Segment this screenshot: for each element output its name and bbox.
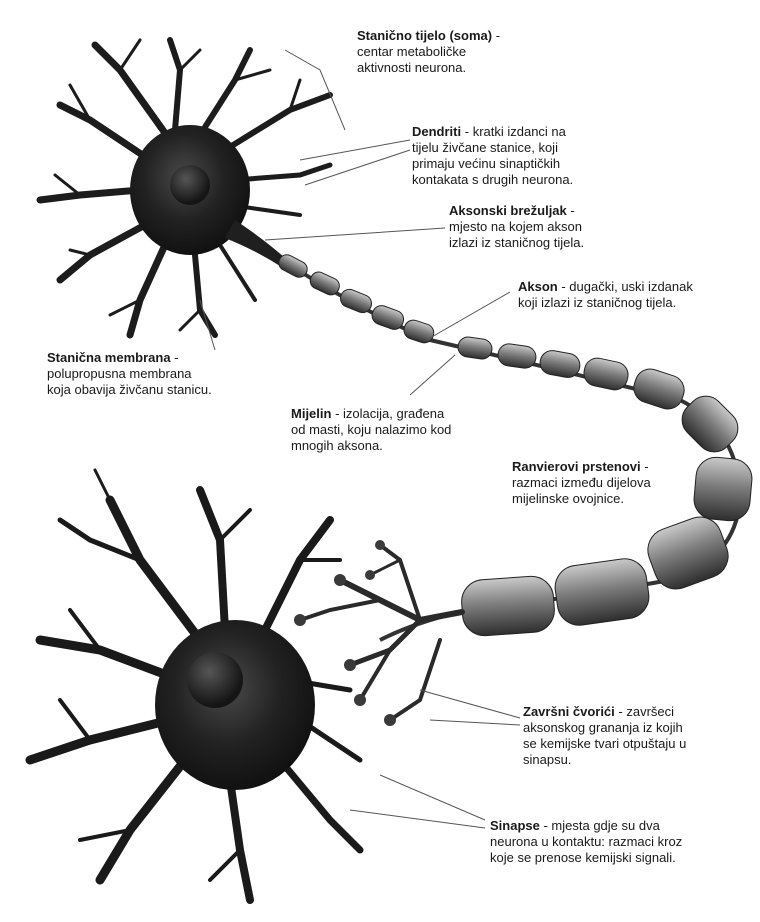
label-akson: Akson - dugački, uski izdanak koji izlaz… xyxy=(518,279,693,311)
label-mijelin: Mijelin - izolacija, građena od masti, k… xyxy=(291,406,451,454)
lower-soma xyxy=(155,620,315,790)
label-dendriti: Dendriti - kratki izdanci na tijelu živč… xyxy=(412,124,573,188)
label-dendriti-term: Dendriti xyxy=(412,124,461,139)
label-soma-term: Stanično tijelo (soma) xyxy=(357,28,492,43)
axon-hillock xyxy=(225,220,285,266)
label-sinapse-term: Sinapse xyxy=(490,818,540,833)
label-membrana-term: Stanična membrana xyxy=(47,350,171,365)
label-brezuljak: Aksonski brežuljak - mjesto na kojem aks… xyxy=(449,203,584,251)
label-akson-term: Akson xyxy=(518,279,558,294)
label-cvorici: Završni čvorići - završeci aksonskog gra… xyxy=(523,704,686,768)
label-cvorici-term: Završni čvorići xyxy=(523,704,615,719)
label-ranvier-term: Ranvierovi prstenovi xyxy=(512,459,641,474)
lower-nucleus xyxy=(187,652,243,708)
label-ranvier: Ranvierovi prstenovi - razmaci između di… xyxy=(512,459,651,507)
label-sinapse: Sinapse - mjesta gdje su dva neurona u k… xyxy=(490,818,682,866)
axon-terminals xyxy=(300,545,462,720)
label-soma: Stanično tijelo (soma) - centar metaboli… xyxy=(357,28,500,76)
label-mijelin-term: Mijelin xyxy=(291,406,331,421)
upper-nucleus xyxy=(170,165,210,205)
label-brezuljak-term: Aksonski brežuljak xyxy=(449,203,567,218)
label-membrana: Stanična membrana - polupropusna membran… xyxy=(47,350,212,398)
